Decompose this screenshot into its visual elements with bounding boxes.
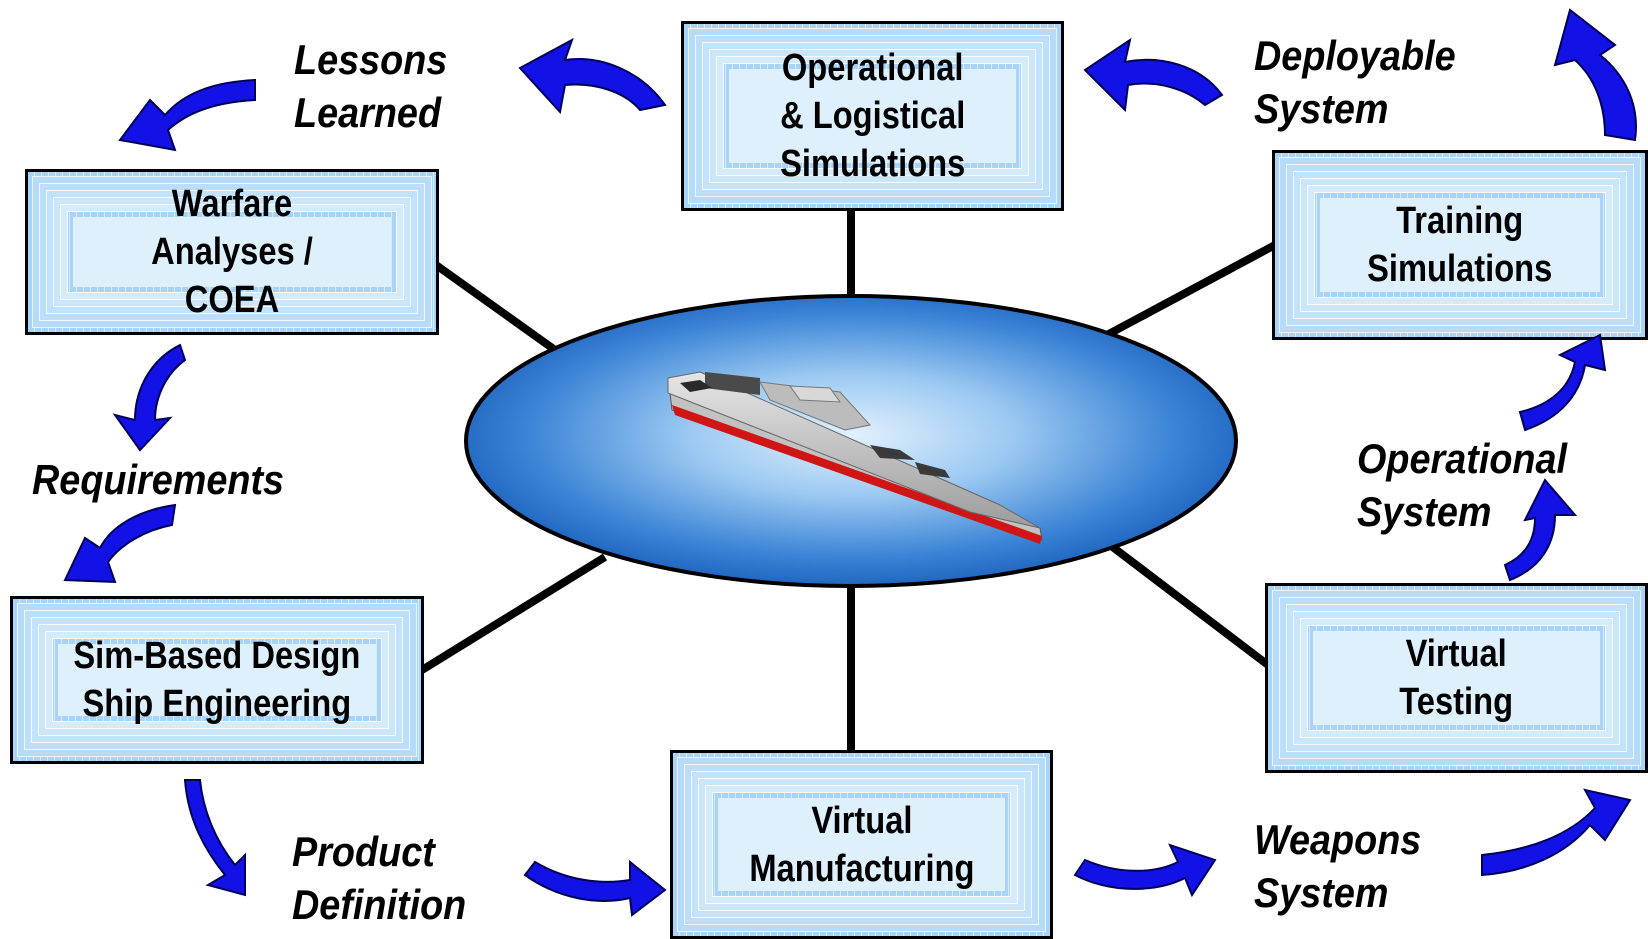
connector-lower-right xyxy=(1107,541,1271,669)
caption-lessons-learned: Lessons Learned xyxy=(294,36,448,136)
box-label-virtual-manufacturing: Virtual Manufacturing xyxy=(748,799,975,890)
box-sim-based-design: Sim-Based Design Ship Engineering xyxy=(10,596,424,764)
connector-upper-right xyxy=(1103,241,1277,340)
curved-arrow-icon xyxy=(1503,478,1578,582)
ship-icon xyxy=(667,371,1043,544)
box-operational-logistical-simulations: Operational & Logistical Simulations xyxy=(681,21,1064,211)
box-label-training: Training Simulations xyxy=(1367,200,1553,290)
caption-weapons-system: Weapons System xyxy=(1254,816,1422,916)
box-label-virtual-testing: Virtual Testing xyxy=(1399,633,1514,723)
curved-arrow-icon xyxy=(1083,37,1224,113)
curved-arrow-icon xyxy=(183,779,246,897)
box-label-sim-design: Sim-Based Design Ship Engineering xyxy=(73,635,361,725)
curved-arrow-icon xyxy=(1553,8,1637,142)
caption-product-definition: Product Definition xyxy=(292,828,467,928)
curved-arrow-icon xyxy=(518,37,667,115)
caption-operational-system: Operational System xyxy=(1357,435,1568,535)
caption-deployable-system: Deployable System xyxy=(1254,32,1456,132)
curved-arrow-icon xyxy=(118,78,256,152)
box-virtual-testing: Virtual Testing xyxy=(1265,583,1648,773)
curved-arrow-icon xyxy=(523,859,667,917)
box-training-simulations: Training Simulations xyxy=(1272,150,1648,340)
curved-arrow-icon xyxy=(63,503,177,584)
box-label-operational: Operational & Logistical Simulations xyxy=(779,47,966,185)
box-virtual-manufacturing: Virtual Manufacturing xyxy=(670,750,1053,939)
box-label-warfare: Warfare Analyses / COEA xyxy=(151,183,313,321)
curved-arrow-icon xyxy=(112,343,187,452)
connector-lower-left xyxy=(419,553,608,674)
caption-requirements: Requirements xyxy=(32,456,285,503)
curved-arrow-icon xyxy=(1073,843,1217,898)
curved-arrow-icon xyxy=(1481,788,1632,877)
box-warfare-analyses: Warfare Analyses / COEA xyxy=(25,169,439,335)
connector-upper-left xyxy=(433,261,558,354)
curved-arrow-icon xyxy=(1518,333,1607,432)
connector-lines xyxy=(419,205,1277,752)
